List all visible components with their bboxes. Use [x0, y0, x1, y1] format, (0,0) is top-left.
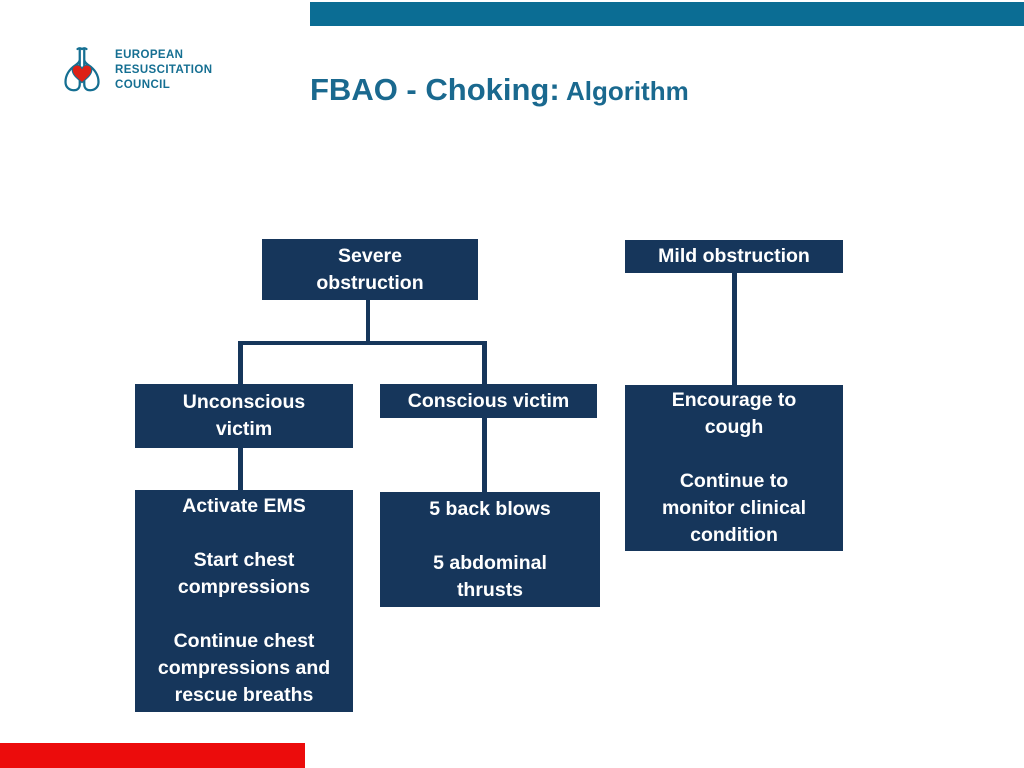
header-bar [310, 2, 1024, 26]
connector-severe-to-branch [366, 300, 370, 342]
page-title-main: FBAO - Choking: [310, 72, 560, 107]
connector-mild-to-encourage [732, 273, 737, 386]
footer-accent-bar [0, 743, 305, 768]
connector-unconscious-to-activate [238, 448, 243, 491]
connector-branch-to-unconscious [238, 341, 243, 385]
flowchart-box-encourage-to-cough: Encourage to cough Continue to monitor c… [625, 385, 843, 551]
page-title-sub: Algorithm [559, 76, 689, 106]
erc-logo: EUROPEAN RESUSCITATION COUNCIL [55, 39, 255, 101]
erc-logo-text: EUROPEAN RESUSCITATION COUNCIL [115, 48, 213, 91]
flowchart-box-mild-obstruction: Mild obstruction [625, 240, 843, 273]
connector-branch-horizontal [238, 341, 487, 345]
flowchart-box-severe-obstruction: Severe obstruction [262, 239, 478, 300]
lungs-heart-icon [64, 47, 100, 92]
flowchart-box-unconscious-victim: Unconscious victim [135, 384, 353, 448]
flowchart-box-conscious-victim: Conscious victim [380, 384, 597, 418]
flowchart-box-back-blows: 5 back blows 5 abdominal thrusts [380, 492, 600, 607]
page-title: FBAO - Choking: Algorithm [310, 70, 689, 111]
flowchart-box-activate-ems: Activate EMS Start chest compressions Co… [135, 490, 353, 712]
connector-branch-to-conscious [482, 341, 487, 385]
connector-conscious-to-backblows [482, 418, 487, 493]
